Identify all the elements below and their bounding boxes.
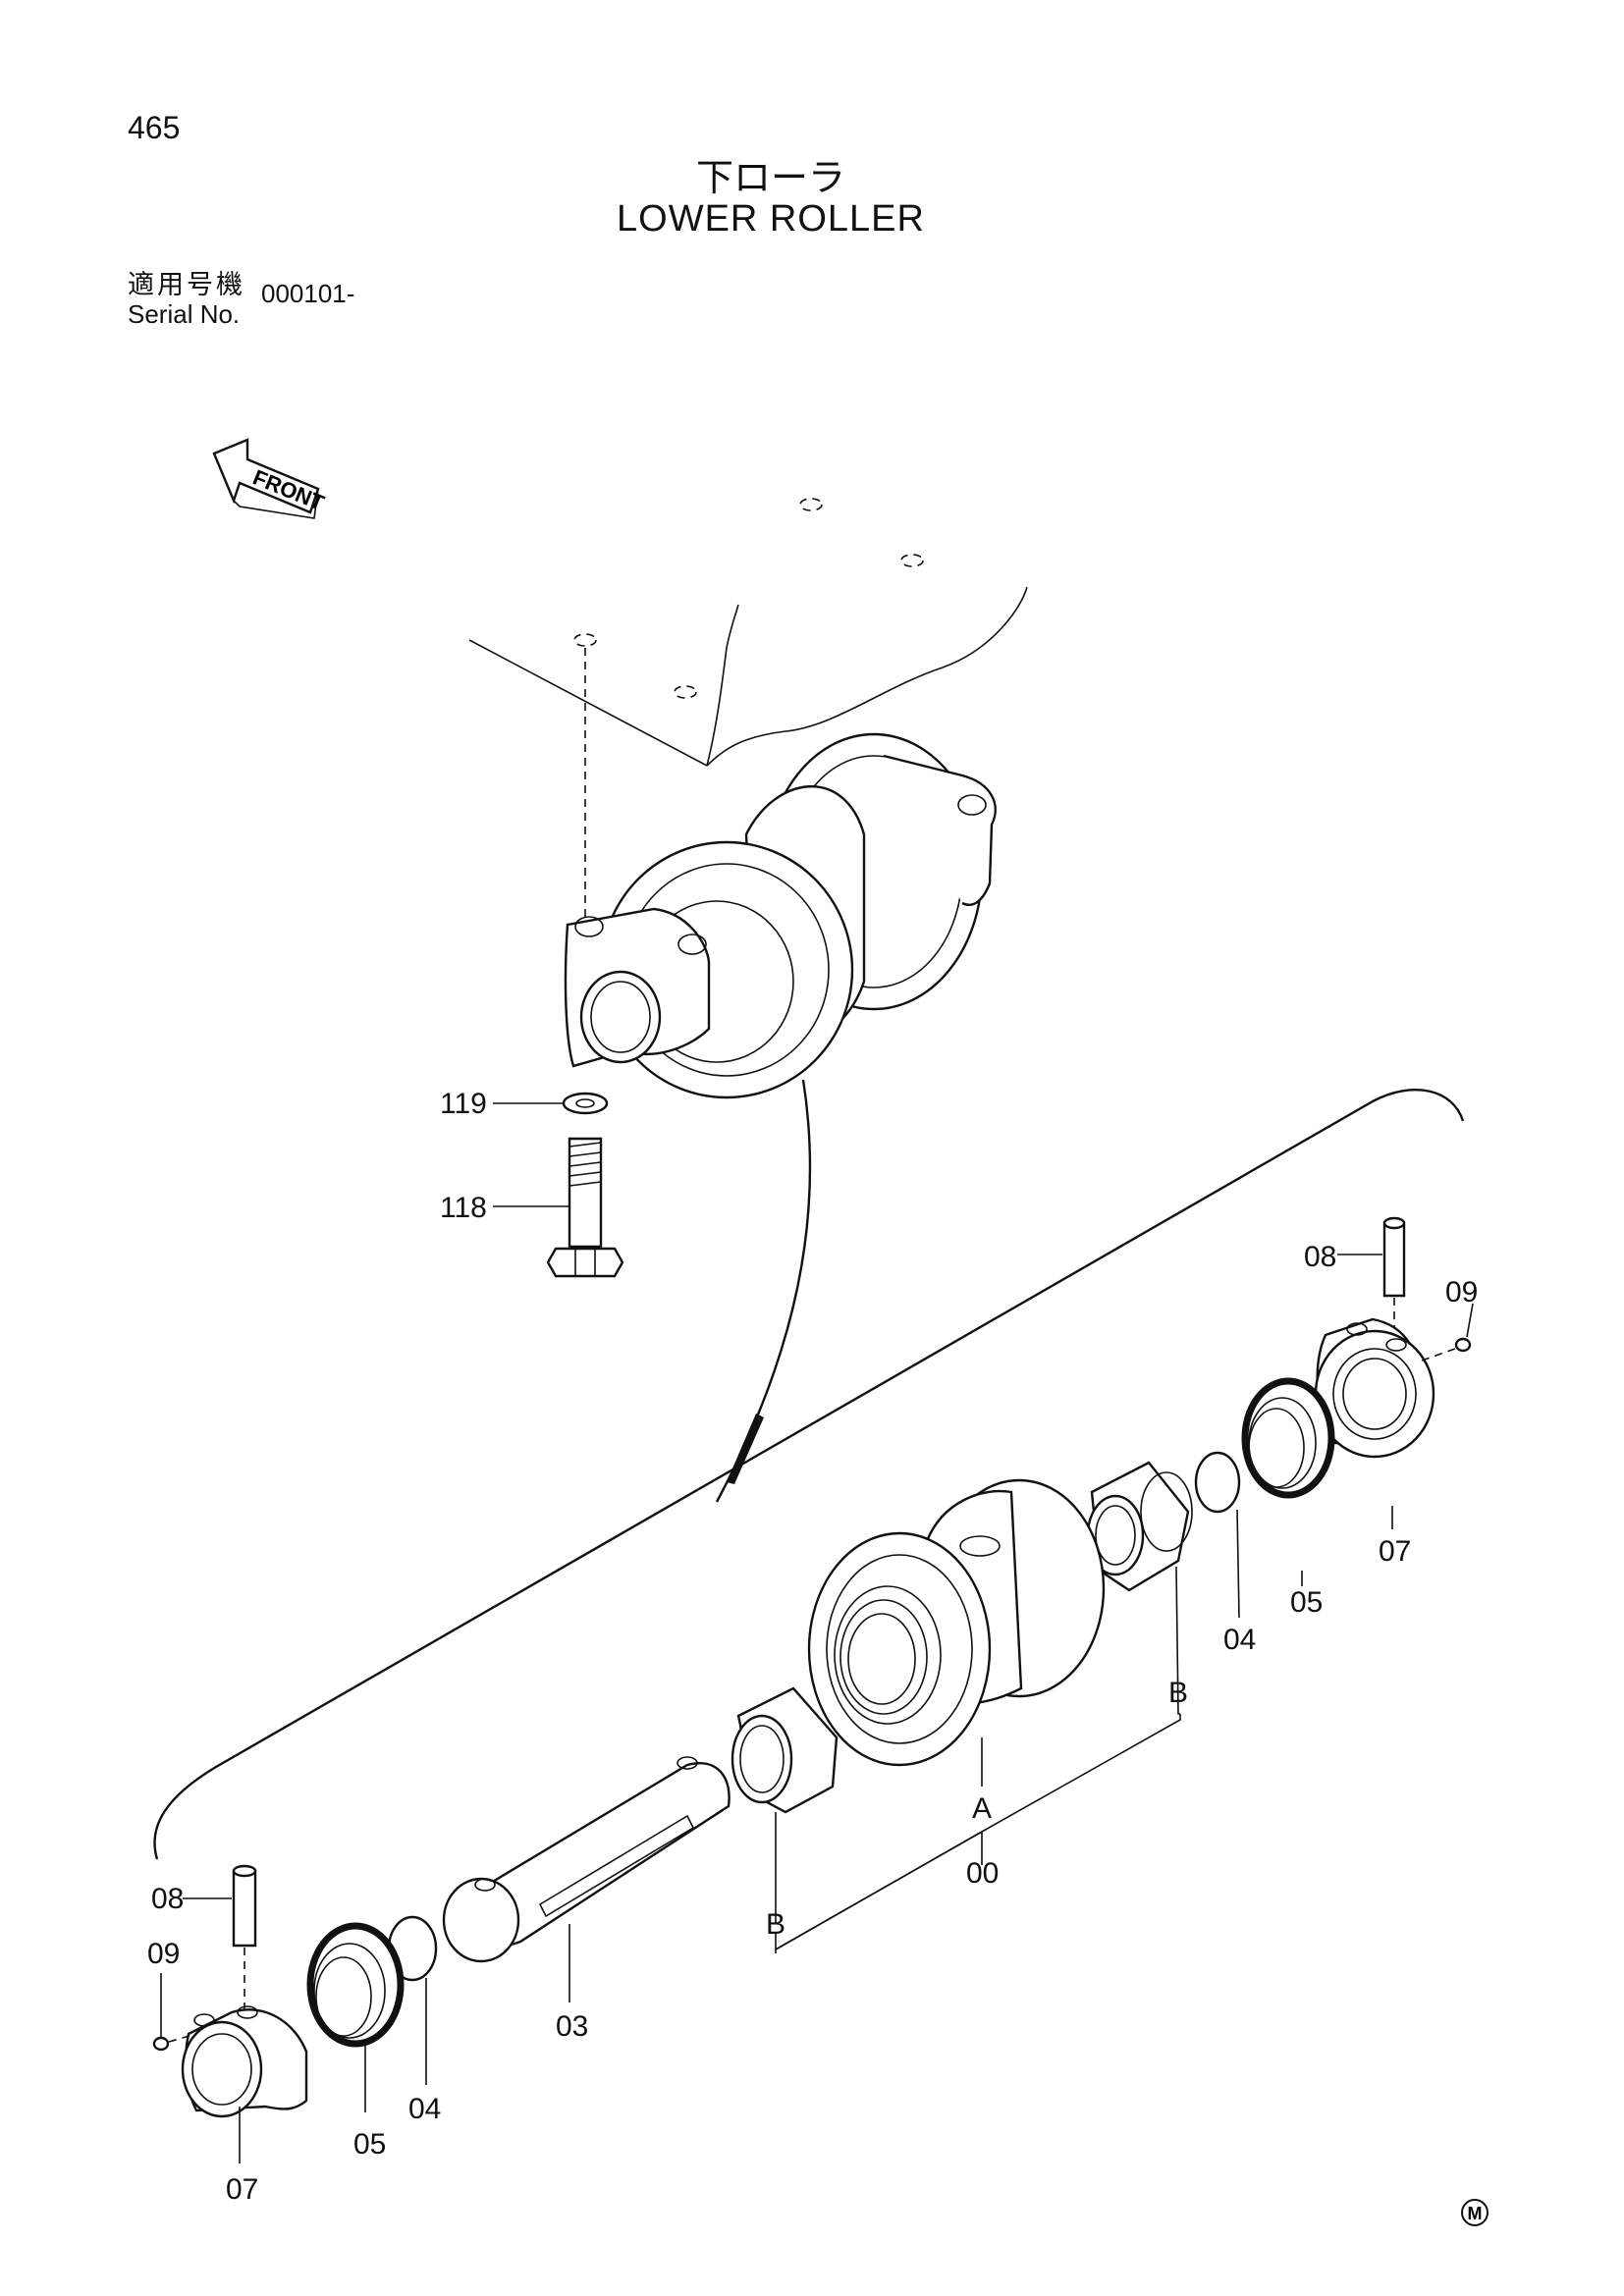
set-screw-09-right — [1421, 1337, 1472, 1362]
title-japanese: 下ローラ — [695, 156, 845, 199]
roller-body-00 — [807, 1478, 1106, 1767]
callout-118: 118 — [440, 1192, 487, 1224]
title-english: LOWER ROLLER — [617, 198, 925, 240]
callout-07-left: 07 — [226, 2173, 258, 2206]
callout-07-right: 07 — [1379, 1535, 1411, 1568]
callout-08-right: 08 — [1304, 1241, 1336, 1273]
callout-09-right: 09 — [1445, 1276, 1478, 1308]
footer-m-mark: M — [1461, 2199, 1489, 2226]
callout-04-left: 04 — [408, 2093, 441, 2125]
callout-04-right: 04 — [1223, 1624, 1256, 1656]
callout-05-right: 05 — [1290, 1586, 1323, 1619]
assembly-link-curve — [715, 1079, 812, 1503]
callout-leader-lines — [160, 1254, 1474, 2163]
o-ring-04-right — [1194, 1451, 1241, 1514]
pin-08-right — [1382, 1216, 1406, 1327]
callout-00: 00 — [966, 1857, 999, 1890]
callout-b-right: B — [1168, 1677, 1188, 1709]
link-curve-arrowhead — [727, 1414, 764, 1484]
serial-label-english: Serial No. — [128, 299, 241, 329]
pin-08-left — [232, 1864, 257, 2010]
front-label: FRONT — [249, 464, 328, 515]
bolt-118 — [546, 1137, 624, 1278]
footer-m-label: M — [1468, 2204, 1483, 2223]
callout-05-left: 05 — [353, 2128, 386, 2161]
callout-08-left: 08 — [151, 1883, 184, 1915]
callout-119: 119 — [440, 1088, 487, 1120]
floating-seal-05-left — [306, 1922, 405, 2048]
shaft-03 — [442, 1756, 731, 1963]
callout-09-left: 09 — [147, 1938, 180, 1970]
end-cap-07-right — [1314, 1317, 1435, 1459]
callout-b-left: B — [766, 1908, 785, 1941]
serial-label-japanese: 適用号機 — [128, 270, 245, 300]
front-arrow-icon: FRONT — [212, 438, 328, 519]
end-cap-07-left — [181, 2005, 308, 2118]
assembled-lower-roller — [564, 732, 997, 1099]
callout-03: 03 — [556, 2010, 588, 2043]
washer-119 — [562, 1092, 609, 1115]
serial-number-value: 000101- — [261, 279, 355, 308]
page-number: 465 — [128, 110, 181, 145]
floating-seal-05-right — [1241, 1377, 1335, 1499]
callout-a: A — [972, 1792, 992, 1825]
bushing-b-left — [731, 1686, 839, 1814]
exploded-view-bracket — [153, 1089, 1465, 1860]
track-frame-outline — [468, 498, 1028, 937]
